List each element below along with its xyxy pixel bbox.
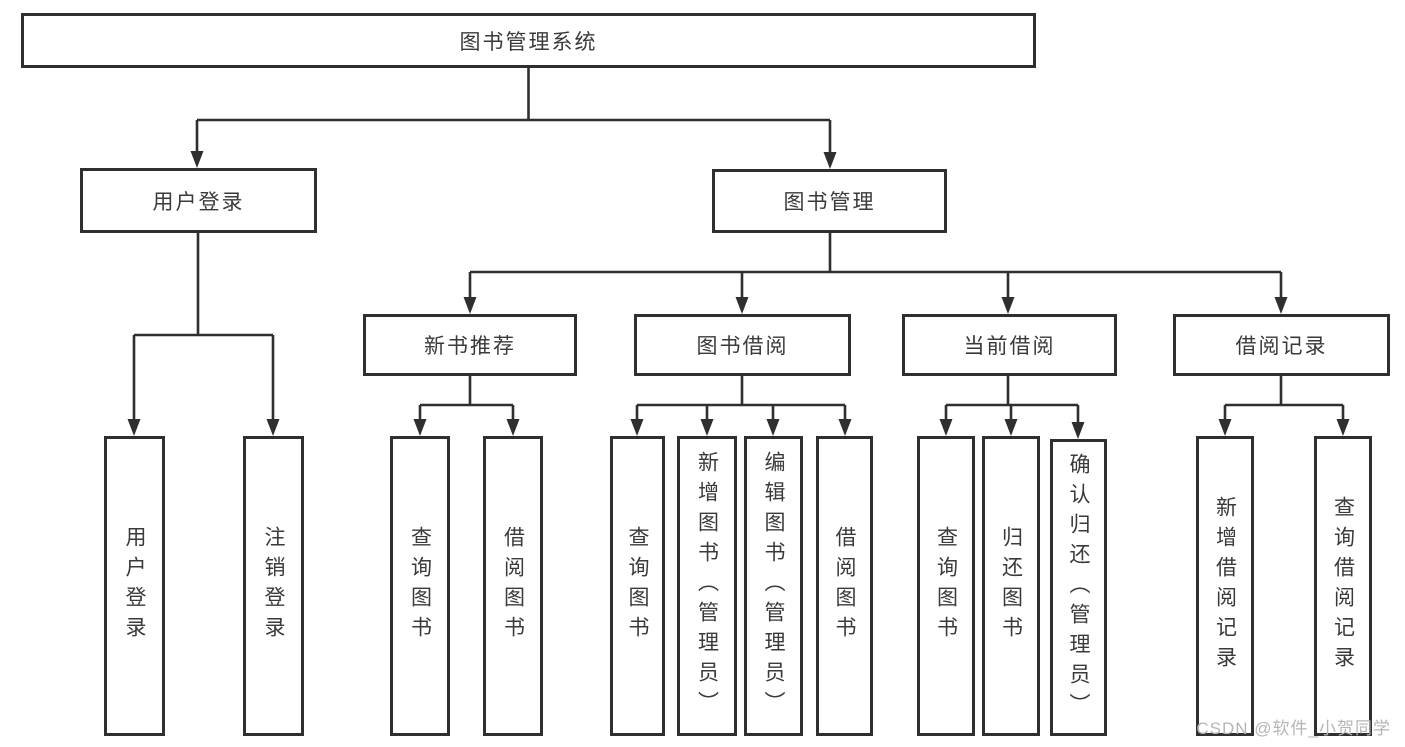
node-user-login-group-label: 用户登录 — [152, 190, 245, 214]
node-current-borrow: 当前借阅 — [902, 314, 1117, 376]
node-borrow-records-label: 借阅记录 — [1235, 335, 1328, 358]
leaf-query-borrow-record: 查询借阅记录 — [1314, 436, 1372, 736]
node-book-management-label: 图书管理 — [783, 191, 876, 214]
leaf-add-book-admin: 新增图书（管理员） — [677, 436, 737, 736]
leaf-query-book-recommend-label: 查询图书 — [408, 526, 432, 646]
leaf-query-book-current: 查询图书 — [917, 436, 975, 736]
node-book-management: 图书管理 — [712, 169, 947, 233]
leaf-query-borrow-record-label: 查询借阅记录 — [1331, 496, 1355, 676]
arrowheads — [127, 151, 1350, 439]
leaf-logout: 注销登录 — [243, 436, 304, 736]
node-book-borrow: 图书借阅 — [634, 314, 851, 376]
leaf-logout-label: 注销登录 — [262, 526, 285, 646]
leaf-borrow-book-label: 借阅图书 — [833, 526, 856, 646]
leaf-borrow-book-recommend-label: 借阅图书 — [501, 526, 525, 646]
leaf-confirm-return-admin: 确认归还（管理员） — [1050, 439, 1107, 736]
node-root-label: 图书管理系统 — [459, 30, 598, 54]
leaf-add-borrow-record: 新增借阅记录 — [1196, 436, 1254, 736]
leaf-confirm-return-admin-label: 确认归还（管理员） — [1067, 452, 1090, 723]
leaf-edit-book-admin: 编辑图书（管理员） — [744, 436, 803, 736]
node-current-borrow-label: 当前借阅 — [963, 335, 1056, 358]
leaf-query-book-borrow: 查询图书 — [610, 436, 665, 736]
leaf-query-book-borrow-label: 查询图书 — [626, 526, 649, 646]
node-book-borrow-label: 图书借阅 — [696, 335, 789, 358]
node-borrow-records: 借阅记录 — [1173, 314, 1390, 376]
leaf-add-book-admin-label: 新增图书（管理员） — [695, 451, 719, 721]
csdn-watermark: CSDN @软件_小贺同学 — [1196, 719, 1391, 738]
leaf-query-book-recommend: 查询图书 — [390, 436, 450, 736]
leaf-user-login: 用户登录 — [104, 436, 165, 736]
leaf-add-borrow-record-label: 新增借阅记录 — [1213, 496, 1237, 676]
leaf-borrow-book: 借阅图书 — [816, 436, 873, 736]
node-new-book-recommend-label: 新书推荐 — [424, 335, 516, 358]
leaf-borrow-book-recommend: 借阅图书 — [483, 436, 543, 736]
node-root: 图书管理系统 — [21, 13, 1036, 68]
node-user-login-group: 用户登录 — [80, 168, 317, 233]
leaf-return-book-label: 归还图书 — [999, 526, 1023, 646]
leaf-user-login-label: 用户登录 — [123, 526, 146, 646]
node-new-book-recommend: 新书推荐 — [363, 314, 577, 376]
leaf-query-book-current-label: 查询图书 — [934, 526, 958, 646]
leaf-return-book: 归还图书 — [982, 436, 1040, 736]
leaf-edit-book-admin-label: 编辑图书（管理员） — [762, 451, 785, 721]
